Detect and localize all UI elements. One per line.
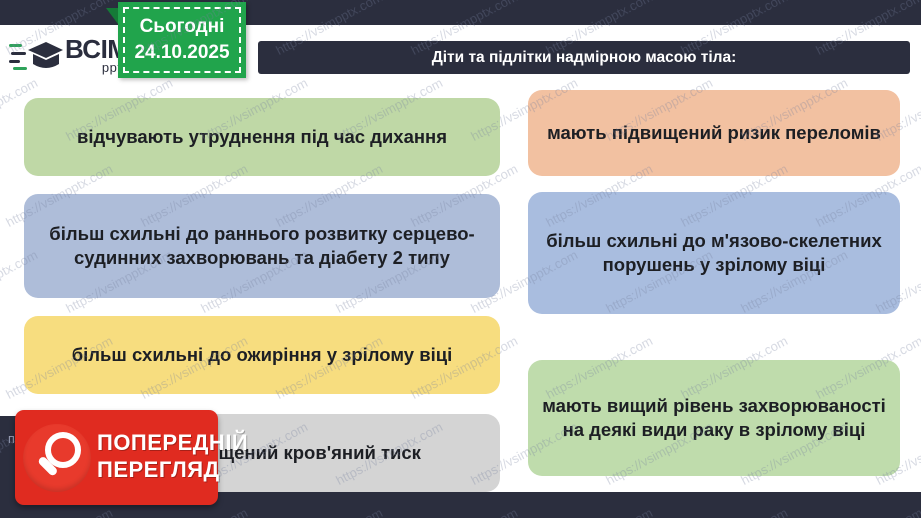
graduation-cap-icon — [9, 42, 63, 70]
today-date: 24.10.2025 — [134, 42, 230, 63]
card-adult-obesity: більш схильні до ожиріння у зрілому віці — [24, 316, 500, 394]
magnifier-icon — [38, 432, 81, 476]
card-breathing-difficulty: відчувають утруднення під час дихання — [24, 98, 500, 176]
card-cardiovascular-diabetes: більш схильні до раннього розвитку серце… — [24, 194, 500, 298]
preview-watermark-badge: ПОПЕРЕДНІЙ ПЕРЕГЛЯД — [15, 410, 248, 505]
card-text: відчувають утруднення під час дихання — [76, 125, 448, 147]
card-text: мають підвищений ризик переломів — [547, 121, 881, 143]
card-fracture-risk: мають підвищений ризик переломів — [528, 90, 900, 176]
card-text: більш схильні до ожиріння у зрілому віці — [71, 343, 453, 365]
preview-line-1: ПОПЕРЕДНІЙ — [97, 430, 249, 455]
card-text: більш схильні до м'язово-скелетних поруш… — [546, 229, 882, 275]
preview-badge-text: ПОПЕРЕДНІЙ ПЕРЕГЛЯД — [97, 432, 248, 481]
ribbon-fold-decoration — [106, 8, 118, 24]
preview-line-2: ПЕРЕГЛЯД — [97, 457, 220, 482]
card-cancer-incidence: мають вищий рівень захворюваності на дея… — [528, 360, 900, 476]
card-musculoskeletal: більш схильні до м'язово-скелетних поруш… — [528, 192, 900, 314]
brand-logo: ВСІМ pptx — [8, 32, 130, 80]
header-bar: Діти та підлітки надмірною масою тіла: — [258, 41, 910, 74]
today-label: Сьогодні — [139, 16, 225, 37]
card-text: мають вищий рівень захворюваності на дея… — [542, 394, 886, 440]
today-date-badge: Сьогодні 24.10.2025 — [106, 2, 246, 78]
page-title: Діти та підлітки надмірною масою тіла: — [431, 48, 737, 66]
content-area: відчувають утруднення під час дихання бі… — [0, 84, 921, 492]
card-text: більш схильні до раннього розвитку серце… — [49, 222, 475, 268]
